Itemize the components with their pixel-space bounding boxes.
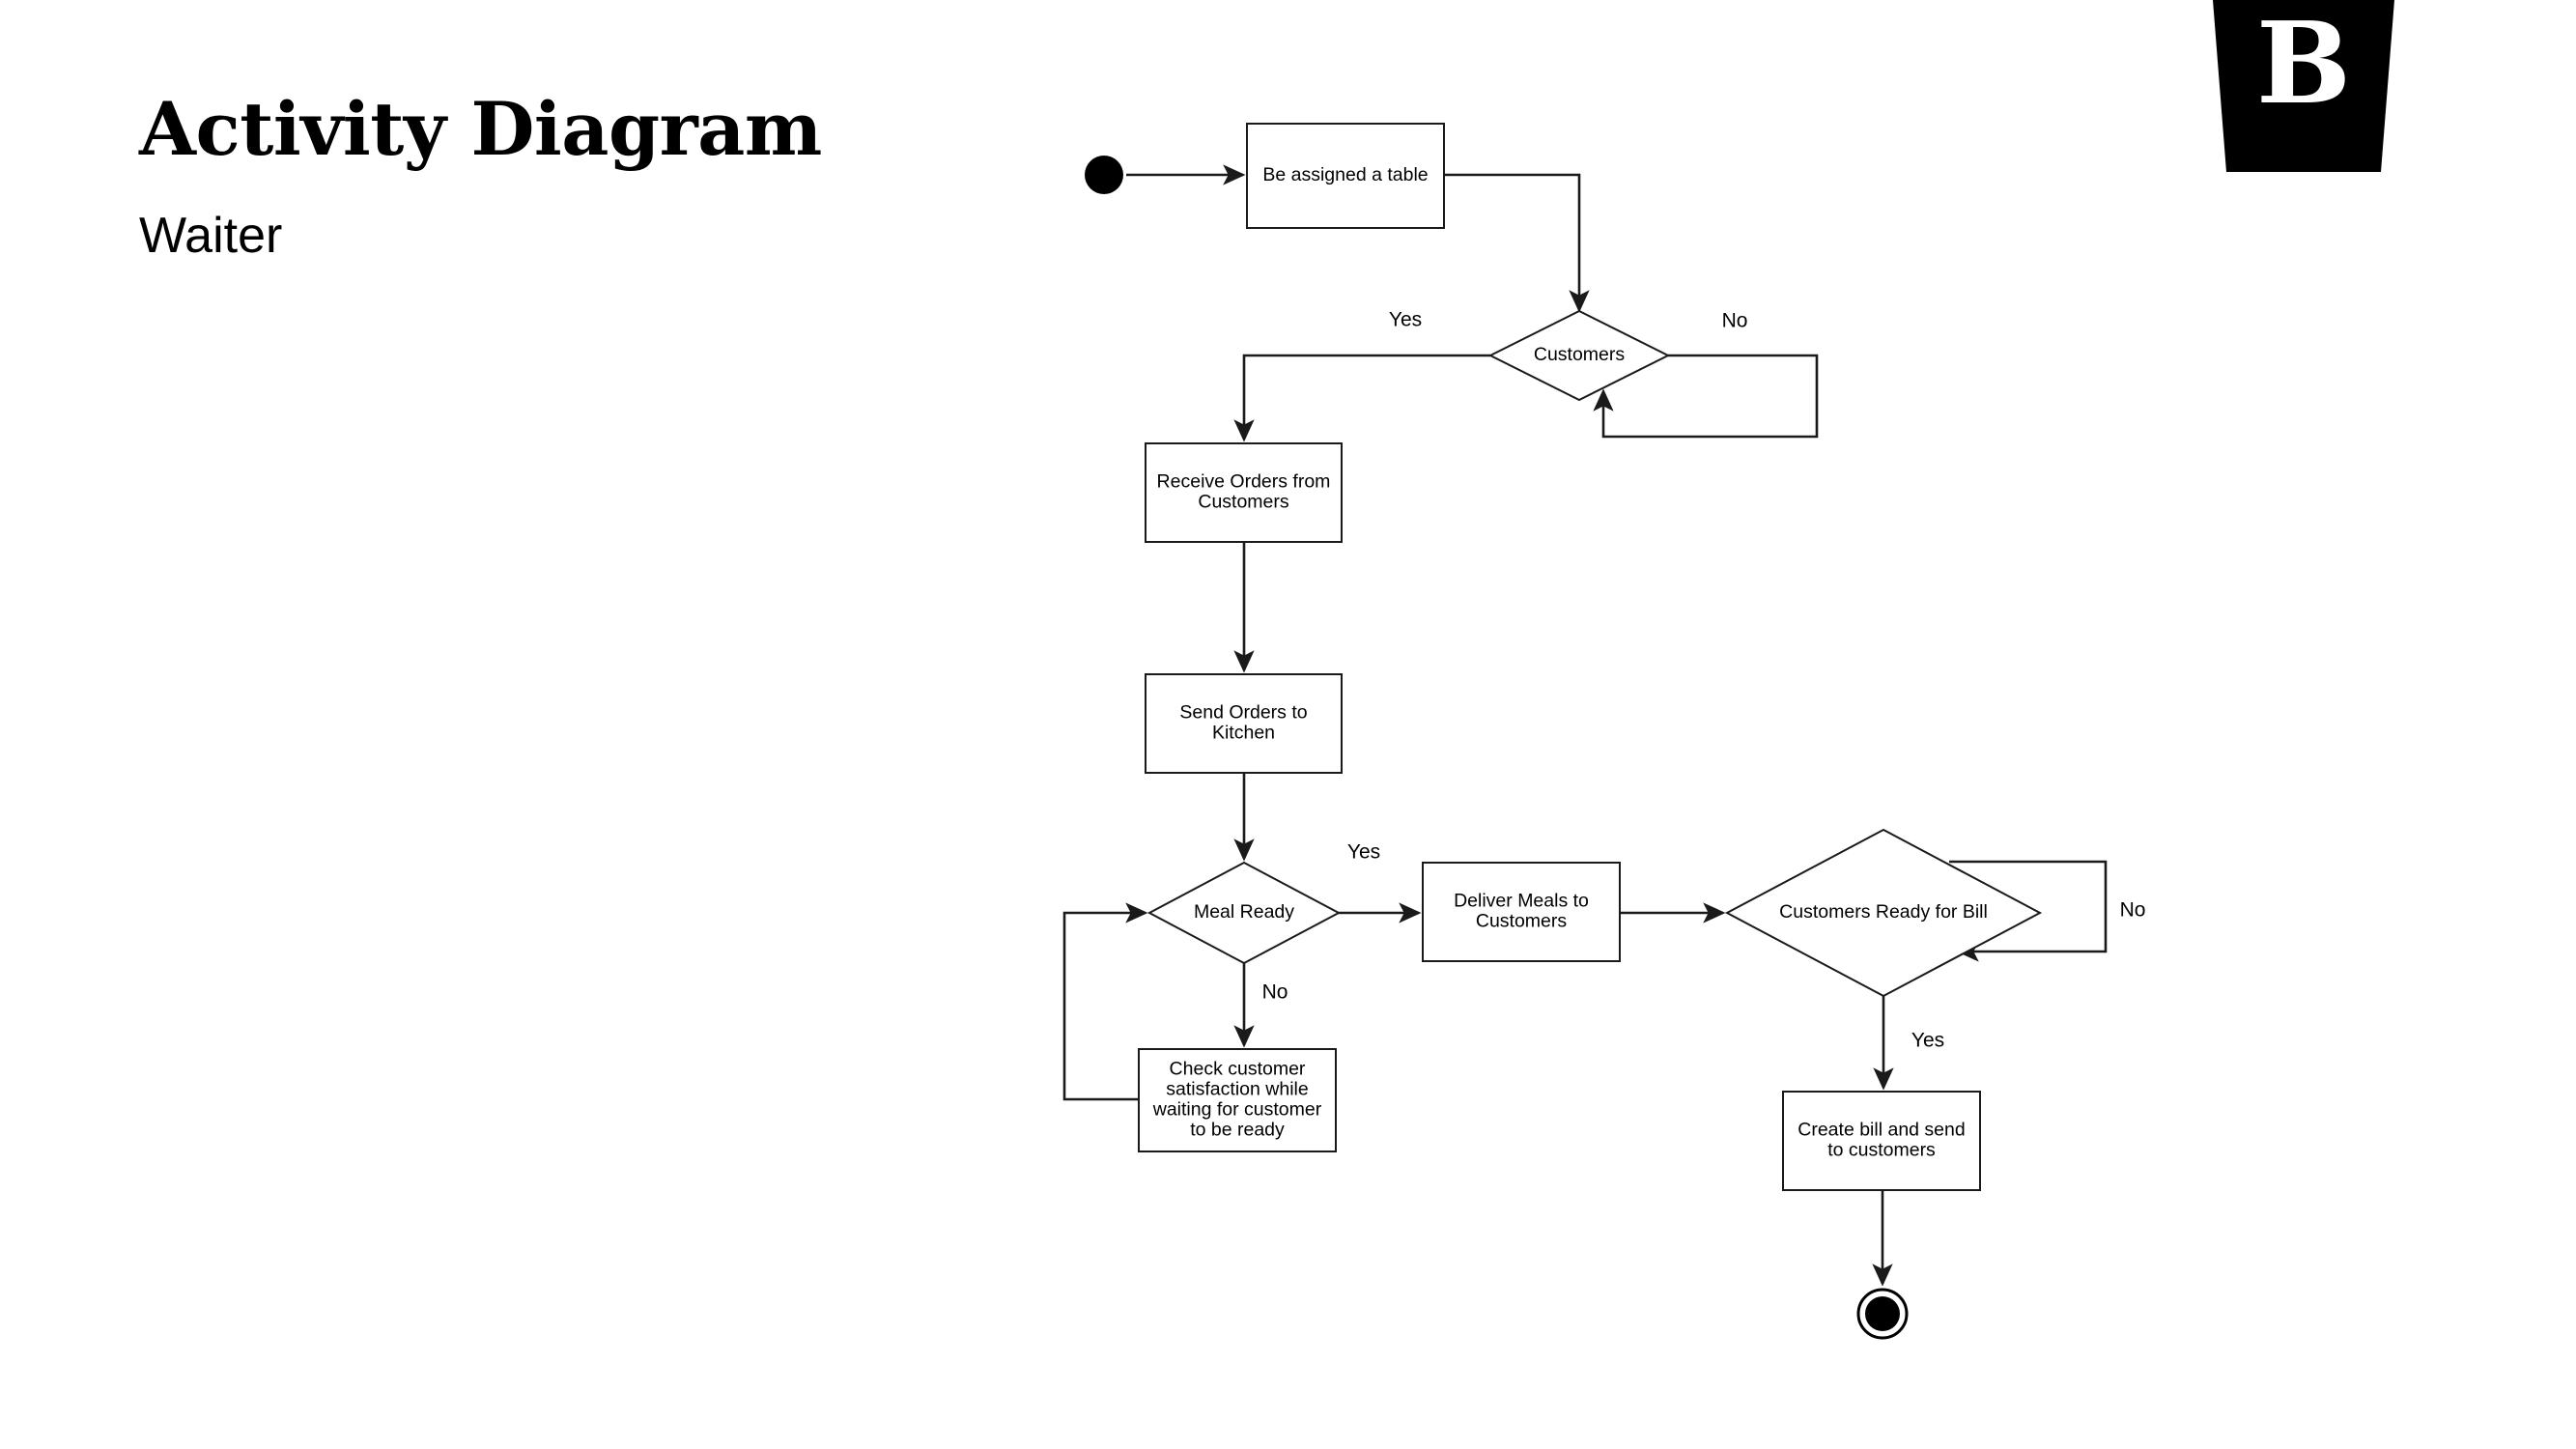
edge-label-e-mealready-no: No — [1262, 981, 1288, 1004]
action-box-send — [1145, 673, 1343, 774]
brand-letter: B — [2256, 0, 2351, 129]
edge-label-e-readybill-no: No — [2120, 899, 2146, 922]
node-start[interactable] — [1085, 156, 1123, 194]
node-label-checksat: waiting for customer — [1152, 1099, 1322, 1121]
node-label-checksat: Check customer — [1170, 1059, 1306, 1080]
edge-label-e-customers-no: No — [1722, 310, 1748, 332]
edge-checksat-to-mealready — [1062, 902, 1148, 1101]
edge-label-e-customers-yes: Yes — [1389, 309, 1422, 331]
edge-label-e-readybill-yes: Yes — [1911, 1030, 1944, 1052]
brand-logo: B — [2207, 0, 2400, 172]
node-label-send: Send Orders to — [1179, 702, 1307, 724]
action-box-createbill — [1782, 1091, 1981, 1191]
heading-block: Activity Diagram Waiter — [139, 86, 1086, 264]
edge-customers-to-customers — [1593, 354, 1819, 439]
edge-label-e-mealready-yes: Yes — [1347, 841, 1380, 864]
edge-assign-to-customers — [1444, 173, 1590, 313]
node-label-createbill: Create bill and send — [1798, 1120, 1965, 1141]
brand-badge-shape — [2213, 0, 2394, 172]
node-label-mealready: Meal Ready — [1194, 901, 1294, 923]
node-label-checksat: satisfaction while — [1166, 1079, 1308, 1100]
node-label-checksat: to be ready — [1190, 1120, 1285, 1141]
edges-layer — [1062, 164, 2108, 1287]
node-label-createbill: to customers — [1827, 1140, 1936, 1161]
action-box-deliver — [1422, 862, 1621, 962]
node-assign[interactable]: Be assigned a table — [1246, 123, 1445, 229]
page-subtitle: Waiter — [139, 208, 283, 264]
node-label-deliver: Deliver Meals to — [1454, 891, 1589, 912]
node-label-readybill: Customers Ready for Bill — [1779, 901, 1988, 923]
node-label-deliver: Customers — [1476, 911, 1568, 932]
final-node-dot — [1865, 1296, 1900, 1331]
action-box-assign — [1246, 123, 1445, 229]
decision-diamond-mealready — [1146, 861, 1342, 965]
decision-diamond-customers — [1487, 309, 1671, 402]
edge-readybill-to-readybill — [1949, 860, 2108, 962]
node-label-assign: Be assigned a table — [1262, 164, 1428, 185]
node-label-customers: Customers — [1534, 344, 1626, 365]
edge-customers-to-receive — [1233, 354, 1490, 442]
action-box-checksat — [1138, 1048, 1337, 1152]
node-readybill[interactable]: Customers Ready for Bill — [1724, 828, 2043, 998]
node-label-receive: Receive Orders from — [1157, 471, 1331, 493]
node-end[interactable] — [1856, 1288, 1909, 1340]
node-customers[interactable]: Customers — [1487, 309, 1671, 402]
node-label-send: Kitchen — [1212, 723, 1275, 744]
node-mealready[interactable]: Meal Ready — [1146, 861, 1342, 965]
decision-diamond-readybill — [1724, 828, 2043, 998]
action-box-receive — [1145, 442, 1343, 543]
initial-node-dot — [1085, 156, 1123, 194]
page-title: Activity Diagram — [139, 86, 822, 172]
node-label-receive: Customers — [1198, 492, 1289, 513]
